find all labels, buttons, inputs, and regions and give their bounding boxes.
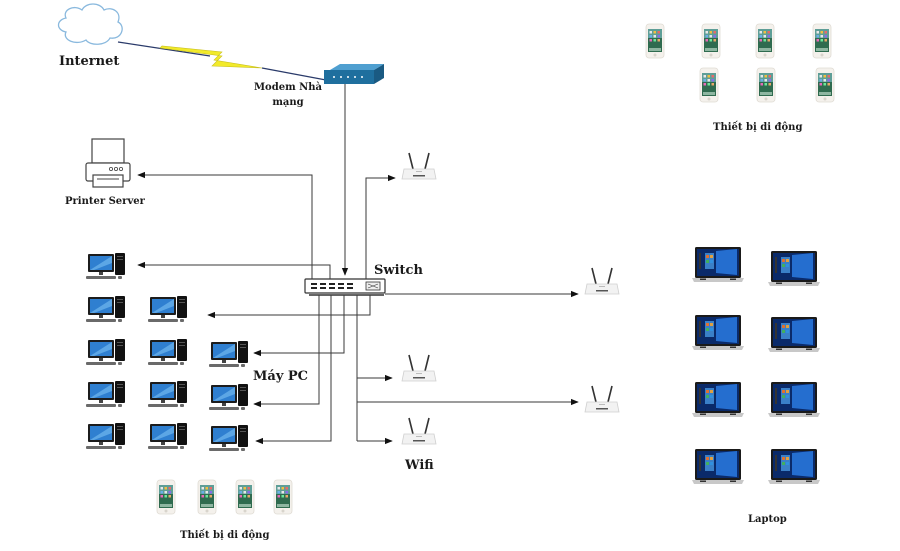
link-switch-printer (137, 171, 313, 279)
smartphone-icon (815, 67, 835, 103)
laptop-icon (768, 251, 820, 286)
laptop-icon (768, 449, 820, 484)
pc-group (86, 253, 248, 451)
pc-label: Máy PC (253, 369, 309, 384)
pc-icon (86, 253, 125, 279)
modem-icon (324, 64, 384, 84)
smartphone-icon (156, 479, 176, 515)
internet-label: Internet (59, 54, 120, 69)
wifi-router-icon (401, 152, 437, 180)
switch-icon (304, 278, 386, 296)
wifi-router-icon (401, 354, 437, 382)
laptop-icon (692, 247, 744, 282)
link-switch-pc-row-3 (253, 295, 345, 357)
smartphone-icon (812, 23, 832, 59)
pc-icon (86, 381, 125, 407)
pc-icon (209, 425, 248, 451)
modem-label-line1: Modem Nhà (253, 82, 323, 93)
smartphone-icon (197, 479, 217, 515)
smartphone-icon (701, 23, 721, 59)
mobile-top-label: Thiết bị di động (713, 122, 803, 133)
laptop-group (692, 247, 820, 484)
mobile-bottom-label: Thiết bị di động (180, 530, 270, 541)
pc-icon (209, 341, 248, 367)
smartphone-icon (645, 23, 665, 59)
laptop-icon (768, 317, 820, 352)
laptop-icon (768, 382, 820, 417)
pc-icon (209, 384, 248, 410)
modem-label-line2: mạng (272, 97, 304, 108)
link-switch-wifi-1 (365, 174, 396, 279)
pc-icon (86, 296, 125, 322)
link-switch-pc-row-2 (207, 295, 371, 319)
link-switch-pc-row-4 (253, 295, 320, 408)
printer-label: Printer Server (65, 196, 145, 207)
smartphone-icon (699, 67, 719, 103)
smartphone-icon (756, 67, 776, 103)
wifi-router-icon (584, 267, 620, 295)
smartphone-icon (273, 479, 293, 515)
smartphone-icon (235, 479, 255, 515)
wifi-router-icon (401, 417, 437, 445)
switch-label: Switch (374, 263, 423, 278)
link-switch-pc-row-5 (255, 295, 332, 445)
laptop-icon (692, 449, 744, 484)
pc-icon (86, 423, 125, 449)
pc-icon (86, 339, 125, 365)
laptop-icon (692, 315, 744, 350)
pc-icon (148, 423, 187, 449)
smartphone-icon (755, 23, 775, 59)
pc-icon (148, 296, 187, 322)
laptop-label: Laptop (748, 514, 787, 525)
laptop-icon (692, 382, 744, 417)
link-switch-pc-row-1 (137, 261, 331, 279)
printer-icon (85, 138, 131, 188)
wifi-group (401, 152, 620, 445)
pc-icon (148, 339, 187, 365)
internet-cloud-icon (57, 3, 123, 45)
connections (137, 84, 579, 445)
mobile-group-bottom (156, 479, 293, 515)
pc-icon (148, 381, 187, 407)
mobile-group-top (645, 23, 835, 103)
lightning-link-icon (117, 41, 327, 81)
wifi-label: Wifi (405, 458, 434, 473)
wifi-router-icon (584, 385, 620, 413)
